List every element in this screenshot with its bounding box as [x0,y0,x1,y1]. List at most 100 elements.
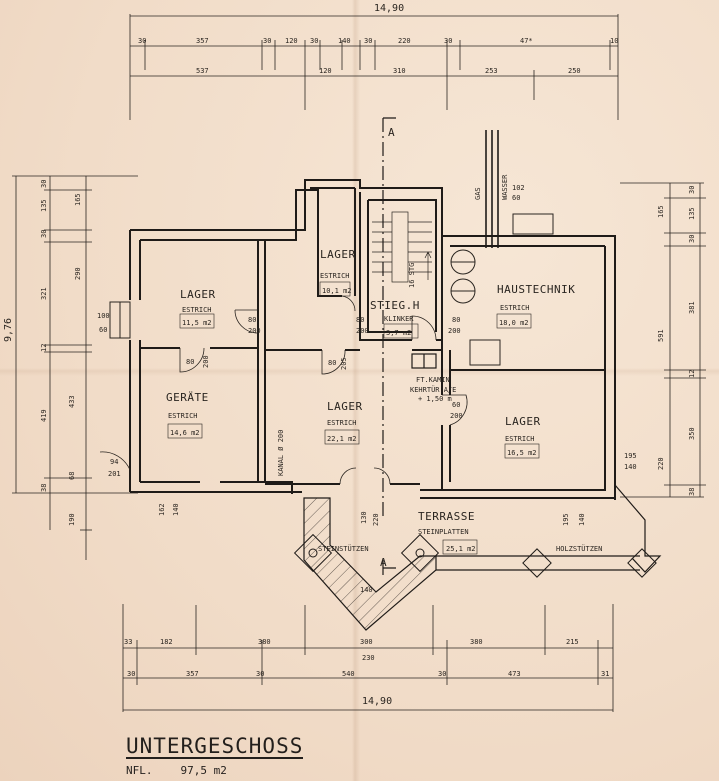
svg-text:ESTRICH: ESTRICH [182,306,212,314]
dims-right: 30 135 165 30 591 381 12 350 220 38 [657,186,696,496]
svg-text:47*: 47* [520,37,533,45]
inner-wall-north [140,189,319,296]
section-mark-top: A [388,126,395,139]
overall-height-left: 9,76 [3,318,14,342]
svg-text:381: 381 [688,301,696,314]
svg-text:18,0 m2: 18,0 m2 [499,319,529,327]
dim-ticks-top [144,40,611,110]
svg-text:11,5 m2: 11,5 m2 [182,319,212,327]
svg-text:380: 380 [470,638,483,646]
svg-text:140: 140 [360,586,373,594]
svg-text:10: 10 [610,37,618,45]
svg-text:200: 200 [448,327,461,335]
svg-text:200: 200 [356,327,369,335]
door-swing [234,309,259,334]
svg-text:135: 135 [688,207,696,220]
svg-text:80: 80 [248,316,256,324]
svg-text:321: 321 [40,287,48,300]
section-mark-bottom: A [380,556,387,569]
svg-text:TERRASSE: TERRASSE [418,510,475,523]
svg-text:3,7 m2: 3,7 m2 [386,329,411,337]
svg-text:LAGER: LAGER [320,248,356,261]
svg-text:ESTRICH: ESTRICH [320,272,350,280]
terrace-east-edge [614,484,662,573]
inner-wall-south [140,481,293,494]
svg-text:ESTRICH: ESTRICH [505,435,535,443]
svg-text:STEINPLATTEN: STEINPLATTEN [418,528,469,536]
svg-text:30: 30 [138,37,146,45]
area-boxes [167,281,540,555]
svg-text:22,1 m2: 22,1 m2 [327,435,357,443]
room-geraete: GERÄTE ESTRICH 14,6 m2 [166,391,209,437]
svg-text:473: 473 [508,670,521,678]
svg-text:ESTRICH: ESTRICH [168,412,198,420]
steinstuetzen-label: STEINSTÜTZEN [318,544,369,553]
svg-text:STIEG.H: STIEG.H [370,299,420,312]
svg-text:200: 200 [202,355,210,368]
section-labels: A A GAS WASSER 102 60 [380,126,525,569]
door-swing [339,467,391,485]
wall-center-east [441,340,451,490]
gas-label: GAS [474,187,482,200]
svg-text:+ 1,50 m: + 1,50 m [418,395,452,403]
svg-text:162: 162 [158,503,166,516]
door-swing [341,295,356,312]
svg-text:102: 102 [512,184,525,192]
svg-text:30: 30 [364,37,372,45]
svg-text:LAGER: LAGER [327,400,363,413]
svg-text:130: 130 [360,511,368,524]
svg-text:290: 290 [74,267,82,280]
svg-text:140: 140 [624,463,637,471]
svg-text:31: 31 [601,670,609,678]
svg-text:30: 30 [688,235,696,243]
svg-text:300: 300 [360,638,373,646]
svg-text:FT.KAMIN: FT.KAMIN [416,376,450,384]
dim-ticks-right [664,197,706,486]
svg-text:30: 30 [438,670,446,678]
dims-left: 9,76 30 135 165 30 290 321 12 419 433 38… [3,180,82,526]
room-lager-center: LAGER ESTRICH 22,1 m2 [327,400,363,443]
terrace [293,484,662,631]
svg-text:182: 182 [160,638,173,646]
door-swing [442,394,468,426]
svg-text:220: 220 [372,513,380,526]
svg-text:120: 120 [285,37,298,45]
room-stiegenhaus: STIEG.H KLINKER 3,7 m2 16 STG [370,263,420,337]
svg-text:68: 68 [68,472,76,480]
inner-wall-east [420,246,606,491]
column-center [400,533,440,573]
svg-text:310: 310 [393,67,406,75]
svg-text:140: 140 [578,513,586,526]
svg-text:215: 215 [566,638,579,646]
room-lager-east: LAGER ESTRICH 16,5 m2 [505,415,540,457]
column-wood [627,548,657,578]
svg-text:30: 30 [40,180,48,188]
svg-text:ESTRICH: ESTRICH [327,419,357,427]
svg-text:80: 80 [186,358,194,366]
svg-text:205: 205 [340,357,348,370]
svg-text:357: 357 [186,670,199,678]
room-haustechnik: HAUSTECHNIK ESTRICH 18,0 m2 [497,283,575,327]
svg-text:ESTRICH: ESTRICH [500,304,530,312]
dim-ticks-bottom [136,605,599,685]
svg-text:200: 200 [248,327,261,335]
dims-top: 14,90 30 357 30 120 30 140 30 220 30 47*… [138,3,618,75]
outer-wall-north [130,179,616,500]
terrace-hatched-area [303,497,437,631]
svg-text:GERÄTE: GERÄTE [166,391,209,404]
svg-text:140: 140 [172,503,180,516]
svg-text:12: 12 [688,370,696,378]
wall-geraete-center [257,240,266,482]
utility-box [512,213,554,235]
svg-text:LAGER: LAGER [180,288,216,301]
svg-text:25,1 m2: 25,1 m2 [446,545,476,553]
svg-text:195: 195 [624,452,637,460]
svg-text:60: 60 [512,194,520,202]
svg-text:94: 94 [110,458,118,466]
room-labels: LAGER ESTRICH 11,5 m2 LAGER ESTRICH 10,1… [166,248,575,553]
svg-text:253: 253 [485,67,498,75]
svg-text:120: 120 [319,67,332,75]
svg-text:10,1 m2: 10,1 m2 [322,287,352,295]
